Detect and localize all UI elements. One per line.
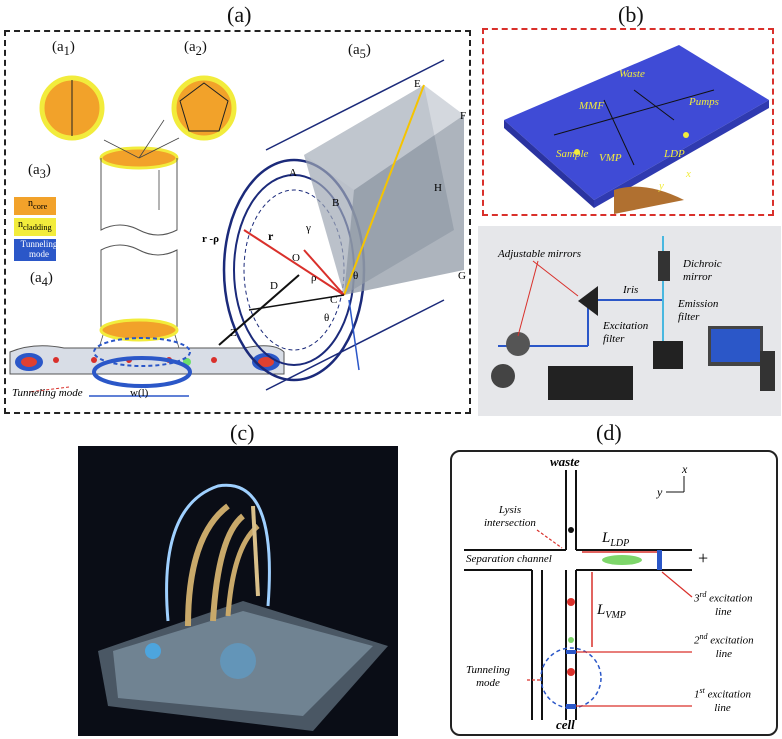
label-a2: (a2): [184, 39, 207, 58]
rho-label: ρ: [311, 272, 317, 284]
cylinder-body-a3: [100, 158, 178, 236]
vertex-E: E: [414, 78, 421, 90]
label-a5: (a5): [348, 42, 371, 61]
channel-schematic: [464, 470, 693, 720]
legend-tunnel-swatch: [14, 239, 56, 261]
axis-x: x: [682, 462, 688, 476]
theta-label: θ: [353, 270, 359, 282]
chip-label-x: x: [686, 168, 691, 180]
excitation-bar-1: [566, 704, 576, 709]
laser-source: [548, 366, 633, 400]
gamma-label: γ: [306, 222, 311, 234]
chip-top: [504, 45, 769, 200]
optical-setup-drawing: [491, 236, 775, 400]
z-axis: [218, 274, 300, 346]
excitation-bar-3: [657, 550, 662, 570]
chip-label-waste: Waste: [619, 68, 645, 80]
radius-r-minus: r -ρ: [202, 233, 219, 245]
label-a3: (a3): [28, 162, 51, 181]
label-l-vmp: LVMP: [597, 602, 626, 621]
label-waste: waste: [550, 454, 580, 469]
fiber-cross-section-a2: [171, 75, 237, 141]
vertex-A: A: [289, 167, 297, 179]
vertex-B: B: [332, 197, 340, 209]
label-separation-channel: Separation channel: [466, 553, 552, 565]
legend-core-swatch: [14, 197, 56, 215]
panel-b-label: (b): [618, 2, 644, 27]
pentagon-path-a2: [179, 82, 229, 132]
chip-label-y: y: [659, 180, 664, 192]
vertex-G: G: [458, 270, 466, 282]
chip-photo: [98, 483, 388, 731]
label-cell: cell: [556, 717, 575, 732]
chip-label-pumps: Pumps: [689, 96, 719, 108]
vertex-D: D: [270, 280, 278, 292]
axis-y: y: [657, 485, 663, 499]
tunneling-circle: [540, 647, 602, 709]
panel-a: (a1) (a2) (a3) (a4) (a5) ncore ncladding…: [4, 30, 471, 414]
tunneling-ellipse: [92, 356, 192, 388]
radius-r: r: [268, 229, 274, 243]
legend-cladding-label: ncladding: [18, 219, 52, 232]
panel-b: Waste MMF Pumps Sample VMP LDP x y Adjus…: [478, 28, 781, 416]
panel-c-label: (c): [230, 420, 255, 445]
label-a1: (a1): [52, 39, 75, 58]
cylinder-bottom-a4: [99, 318, 179, 342]
chip-render: [504, 45, 769, 214]
panel-a-drawing: [9, 59, 464, 397]
vertex-H: H: [434, 182, 442, 194]
chip-label-vmp: VMP: [599, 152, 622, 164]
theta2-label: θ: [324, 312, 330, 324]
ray-path: [343, 84, 425, 296]
legend-cladding-swatch: [14, 218, 56, 236]
panel-a-label: (a): [227, 2, 252, 27]
panel-d-label: (d): [596, 420, 622, 445]
lysate-band: [602, 555, 642, 565]
vertex-F: F: [460, 110, 467, 122]
label-adjustable-mirrors: Adjustable mirrors: [498, 248, 582, 260]
chip-label-ldp: LDP: [664, 148, 685, 160]
chip-label-sample: Sample: [556, 148, 589, 160]
label-l-ldp: LLDP: [602, 530, 630, 549]
chip-label-mmf: MMF: [579, 100, 605, 112]
label-iris: Iris: [623, 284, 639, 296]
panel-c-photo: [78, 446, 398, 736]
excitation-bar-2: [566, 650, 576, 654]
label-plus: +: [698, 548, 709, 568]
cylinder-body-a4: [100, 244, 178, 331]
chip-render-frame: Waste MMF Pumps Sample VMP LDP x y: [482, 28, 774, 216]
vertex-O: O: [292, 252, 300, 264]
legend-core-label: ncore: [28, 198, 48, 211]
axis-Z: Z: [230, 327, 237, 339]
label-a4: (a4): [30, 270, 53, 289]
vertex-C: C: [330, 294, 338, 306]
tunneling-mode-label: Tunneling mode: [12, 387, 83, 399]
width-label: w(l): [130, 387, 149, 399]
